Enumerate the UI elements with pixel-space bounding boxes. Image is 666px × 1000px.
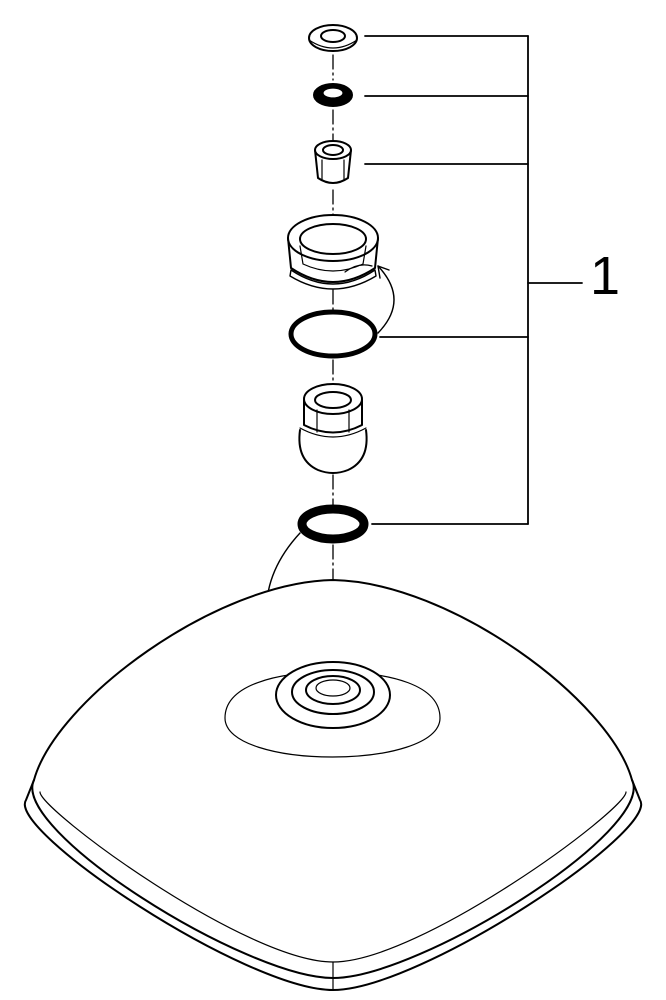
shower-head-icon: [23, 579, 643, 991]
union-nut-icon: [287, 214, 379, 290]
flat-seal-icon: [297, 504, 369, 544]
washer-icon: [308, 24, 358, 52]
callout-number: 1: [590, 246, 621, 306]
filter-insert-icon: [314, 140, 352, 184]
assembly-arrow: [377, 265, 395, 334]
o-ring-icon: [288, 309, 378, 359]
ball-joint-icon: [298, 383, 368, 474]
callout-leader-lines: [364, 35, 583, 525]
seal-icon: [313, 83, 353, 107]
